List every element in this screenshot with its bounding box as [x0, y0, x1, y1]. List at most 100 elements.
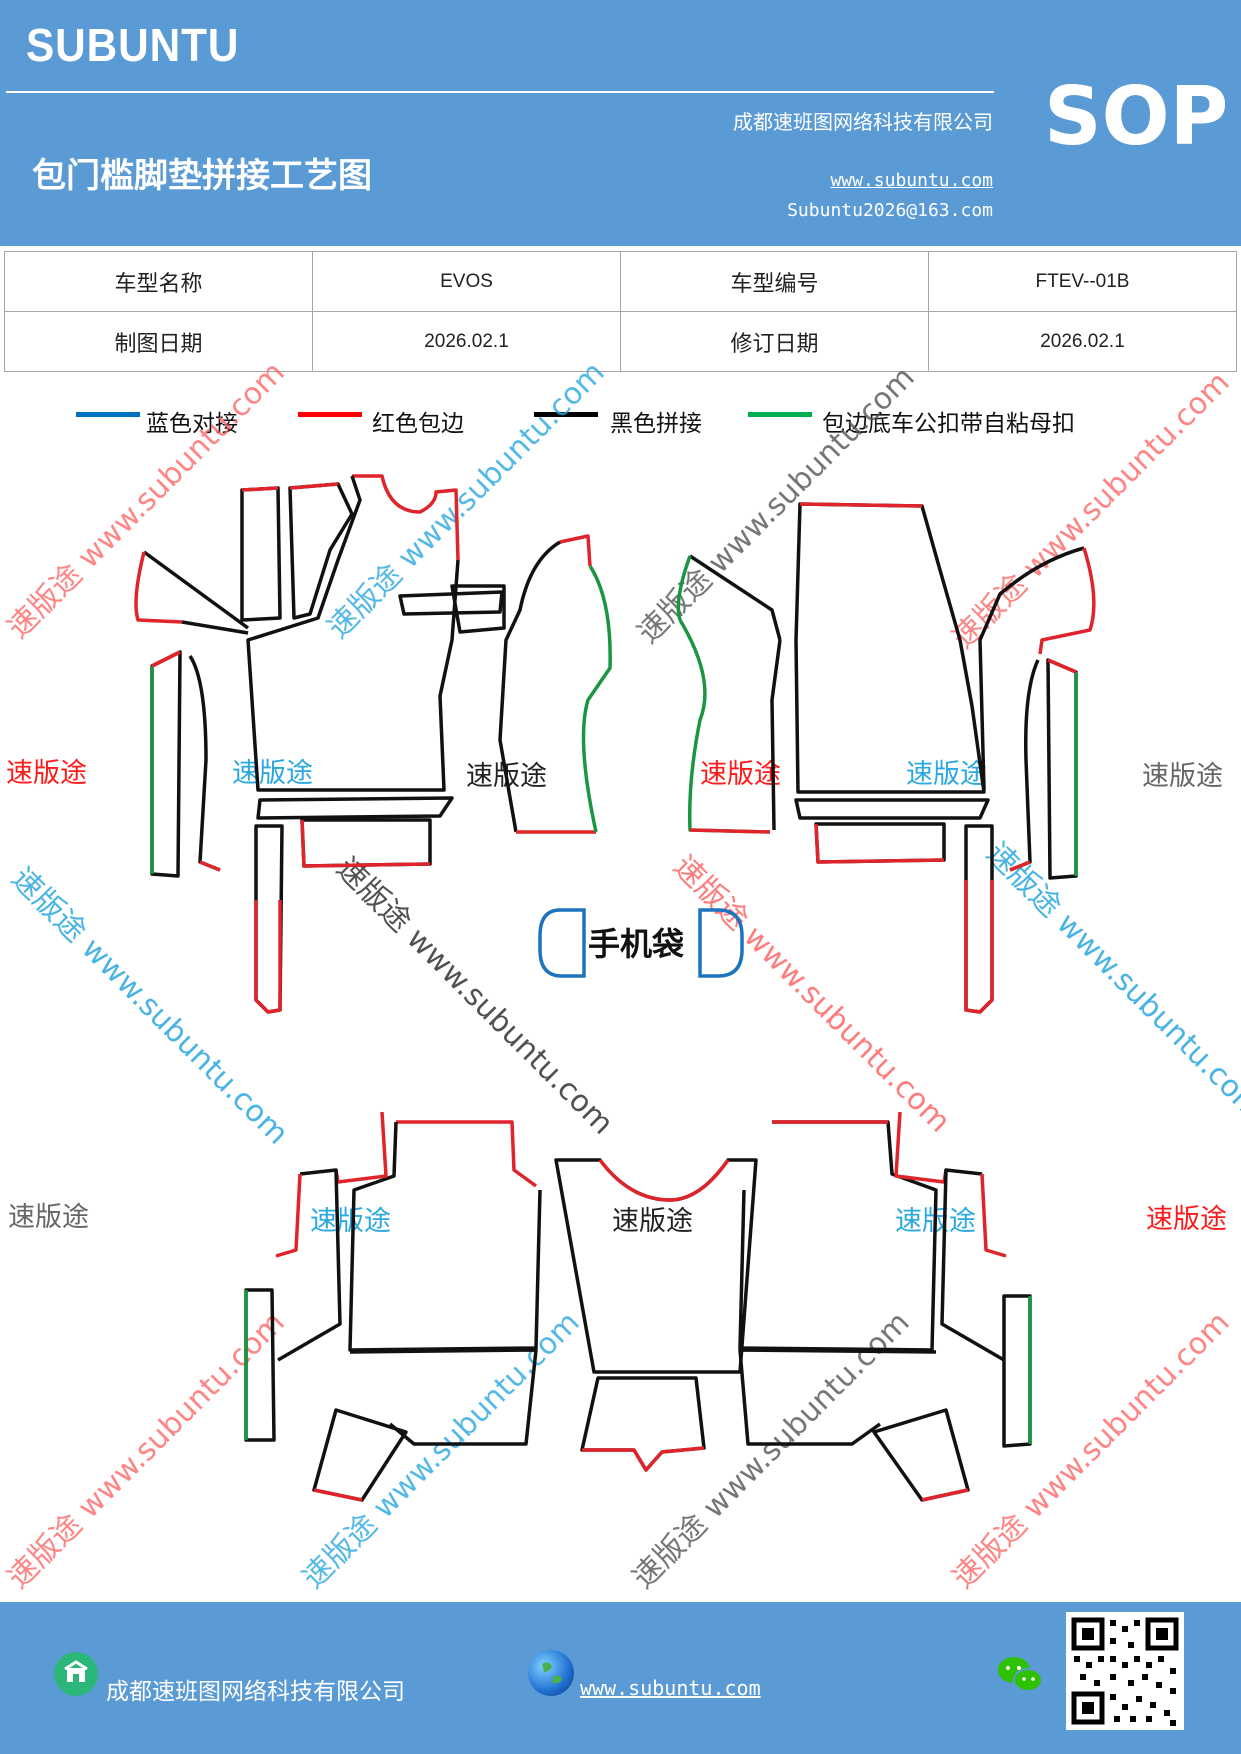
mat-piece: [582, 1446, 705, 1472]
mat-piece: [256, 796, 454, 820]
table-cell: 车型编号: [620, 251, 929, 312]
mat-piece: [738, 1348, 937, 1446]
watermark: 速版途 www.subuntu.com: [979, 836, 1241, 1127]
mat-piece: [241, 486, 279, 492]
wechat-icon[interactable]: [996, 1654, 1044, 1700]
watermark: 速版途 www.subuntu.com: [666, 849, 957, 1140]
mat-piece: [398, 590, 504, 616]
legend-swatch: [534, 412, 598, 417]
watermark-layer: 速版途 www.subuntu.com 速版途 www.subuntu.com …: [1, 355, 1241, 1596]
mat-piece: [799, 502, 923, 508]
mat-piece: [181, 620, 249, 635]
mat-piece: [246, 475, 460, 792]
building-icon: [54, 1652, 98, 1696]
legend-swatch: [298, 412, 362, 417]
mat-piece: [1047, 658, 1077, 674]
legend-label: 包边底车公扣带自粘母扣: [822, 411, 1075, 437]
mat-piece: [940, 1168, 1005, 1362]
phone-bag-right-piece: [698, 908, 744, 978]
mat-piece: [559, 534, 592, 567]
sop-badge: SOP: [1044, 70, 1229, 163]
mat-piece: [352, 474, 460, 561]
mat-piece: [334, 1111, 388, 1184]
legend-swatch: [76, 412, 140, 417]
watermark: 速版途 www.subuntu.com: [946, 1305, 1237, 1596]
mat-piece: [1009, 860, 1031, 872]
mat-piece: [598, 1158, 730, 1202]
watermark: 速版途: [232, 758, 313, 789]
phone-bag-label: 手机袋: [588, 925, 684, 963]
mat-piece: [794, 798, 990, 820]
phone-bag: 手机袋: [538, 908, 744, 978]
mat-piece: [814, 823, 945, 864]
website-link[interactable]: www.subuntu.com: [830, 170, 993, 191]
mat-piece: [275, 1173, 302, 1258]
watermark: 速版途 www.subuntu.com: [946, 365, 1237, 656]
mat-piece: [348, 1121, 542, 1352]
mat-piece: [300, 818, 432, 868]
mat-piece: [240, 486, 282, 622]
watermark: 速版途 www.subuntu.com: [1, 355, 292, 646]
mat-piece: [980, 1173, 1007, 1258]
footer-company: 成都速班图网络科技有限公司: [106, 1679, 405, 1705]
page-title: 包门槛脚垫拼接工艺图: [32, 156, 372, 196]
watermark: 速版途 www.subuntu.com: [1, 1305, 292, 1596]
legend-swatch: [748, 412, 812, 417]
table-cell: 制图日期: [4, 311, 313, 372]
mat-piece: [689, 554, 782, 641]
mat-piece: [678, 619, 771, 834]
info-table: 车型名称 EVOS 车型编号 FTEV--01B 制图日期 2026.02.1 …: [4, 251, 1237, 372]
mat-piece: [300, 819, 431, 868]
watermark: 速版途: [906, 759, 987, 790]
contact-email[interactable]: Subuntu2026@163.com: [787, 200, 993, 221]
qr-code[interactable]: [1066, 1612, 1184, 1730]
mat-piece: [921, 1488, 969, 1502]
mat-piece: [151, 650, 181, 668]
mat-piece: [254, 824, 284, 1014]
front-left-mat-set: [134, 474, 612, 1014]
watermark: 速版途: [612, 1206, 693, 1237]
mat-piece: [554, 1158, 758, 1374]
mat-piece: [1002, 1294, 1032, 1448]
mat-piece: [289, 482, 339, 490]
header-banner: [0, 0, 1241, 246]
watermark: 速版途: [1146, 1204, 1227, 1235]
mat-piece: [689, 828, 771, 834]
mat-piece: [150, 650, 182, 878]
mat-piece: [814, 822, 946, 864]
legend-label: 蓝色对接: [146, 411, 238, 437]
mat-piece: [770, 639, 782, 831]
watermark-labels: 速版途 速版途 速版途 速版途 速版途 速版途 速版途 速版途 速版途 速版途 …: [6, 758, 1227, 1237]
table-cell: 2026.02.1: [928, 311, 1237, 372]
mat-piece: [498, 540, 561, 833]
mat-piece: [349, 1348, 538, 1446]
footer-website-link[interactable]: www.subuntu.com: [580, 1676, 761, 1700]
header-divider: [6, 91, 994, 93]
front-right-mat-set: [676, 502, 1096, 1014]
rear-mat-set: [244, 1111, 1032, 1502]
mat-piece: [134, 551, 183, 624]
mat-piece: [872, 1408, 970, 1502]
mat-piece: [964, 880, 994, 1014]
mat-piece: [1009, 659, 1040, 872]
watermark: 速版途: [310, 1206, 391, 1237]
watermark: 速版途: [6, 758, 87, 789]
table-cell: EVOS: [312, 251, 621, 312]
watermark: 速版途 www.subuntu.com: [4, 861, 295, 1152]
watermark: 速版途: [1142, 761, 1223, 792]
table-cell: FTEV--01B: [928, 251, 1237, 312]
mat-piece: [254, 900, 282, 1014]
mat-piece: [313, 1488, 363, 1502]
mat-piece: [142, 550, 250, 630]
table-cell: 2026.02.1: [312, 311, 621, 372]
watermark: 速版途: [700, 759, 781, 790]
watermark: 速版途 www.subuntu.com: [321, 355, 612, 646]
legend-label: 黑色拼接: [610, 411, 702, 437]
table-row: 制图日期 2026.02.1 修订日期 2026.02.1: [4, 311, 1237, 372]
mat-piece: [450, 584, 506, 634]
mat-piece: [676, 555, 692, 621]
mat-piece: [581, 565, 612, 833]
table-row: 车型名称 EVOS 车型编号 FTEV--01B: [4, 251, 1237, 312]
mat-piece: [277, 1168, 342, 1362]
